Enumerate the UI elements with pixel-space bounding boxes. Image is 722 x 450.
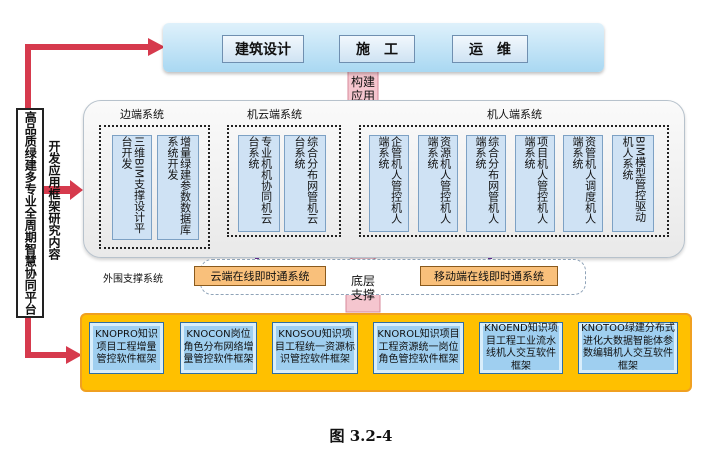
framework-knopro: KNOPRO知识项目工程增量管控软件框架 bbox=[89, 322, 164, 374]
platform-column: 高品质绿建多专业全周期智慧协同平台 bbox=[16, 108, 44, 318]
top-item-operation: 运 维 bbox=[452, 35, 528, 63]
top-item-design: 建筑设计 bbox=[222, 35, 304, 63]
card-robot-1: 企管机人管控机人端系统 bbox=[369, 135, 409, 232]
group-edge bbox=[99, 125, 210, 249]
cloud-im-system: 云端在线即时通系统 bbox=[194, 266, 326, 286]
framework-knoend: KNOEND知识项目工程工业流水线机人交互软件框架 bbox=[479, 322, 563, 374]
card-cloud-2: 综合分布网管机云台系统 bbox=[284, 135, 326, 232]
group-title-robot: 机人端系统 bbox=[487, 108, 542, 121]
research-label: 开发应用框架研究内容 bbox=[47, 140, 61, 260]
top-item-construction: 施 工 bbox=[339, 35, 415, 63]
platform-title: 高品质绿建多专业全周期智慧协同平台 bbox=[23, 111, 38, 315]
left-down-arrow bbox=[25, 314, 68, 358]
left-up-arrow bbox=[25, 44, 150, 108]
build-app-label: 构建 应用 bbox=[350, 75, 375, 104]
group-title-edge: 边端系统 bbox=[120, 108, 164, 121]
card-edge-1: 三维BIM支撑设计平台开发 bbox=[112, 135, 152, 240]
arrow-to-bottom-head bbox=[66, 346, 82, 364]
arrow-to-middle bbox=[42, 180, 83, 200]
bottom-support-label: 底层 支撑 bbox=[350, 274, 375, 303]
card-robot-2: 资源机人管控机人端系统 bbox=[418, 135, 458, 232]
group-title-cloud: 机云端系统 bbox=[247, 108, 302, 121]
framework-knosou: KNOSOU知识项目工程统一资源标识管控软件框架 bbox=[272, 322, 358, 374]
framework-knorol: KNOROL知识项目工程资源统一岗位角色管控软件框架 bbox=[373, 322, 464, 374]
framework-knocon: KNOCON岗位角色分布网络增量管控软件框架 bbox=[180, 322, 257, 374]
card-edge-2: 增量绿建参数数据库系统开发 bbox=[157, 135, 199, 240]
card-robot-3: 综合分布网管机人端系统 bbox=[466, 135, 506, 232]
arrow-to-top-head bbox=[148, 38, 165, 56]
framework-knotoo: KNOTOO绿建分布式进化大数据智能体参数编辑机人交互软件框架 bbox=[578, 322, 678, 374]
group-cloud bbox=[227, 125, 341, 237]
card-robot-5: 资管机人调度机人端系统 bbox=[563, 135, 603, 232]
card-robot-6: BIM模型管控驱动机人系统 bbox=[612, 135, 654, 232]
card-robot-4: 项目机人管控机人端系统 bbox=[515, 135, 555, 232]
figure-caption: 图 3.2-4 bbox=[329, 427, 393, 445]
group-robot bbox=[359, 125, 669, 237]
card-cloud-1: 专业机机协同机云台系统 bbox=[238, 135, 280, 232]
support-label: 外围支撑系统 bbox=[103, 274, 163, 285]
mobile-im-system: 移动端在线即时通系统 bbox=[420, 266, 558, 286]
